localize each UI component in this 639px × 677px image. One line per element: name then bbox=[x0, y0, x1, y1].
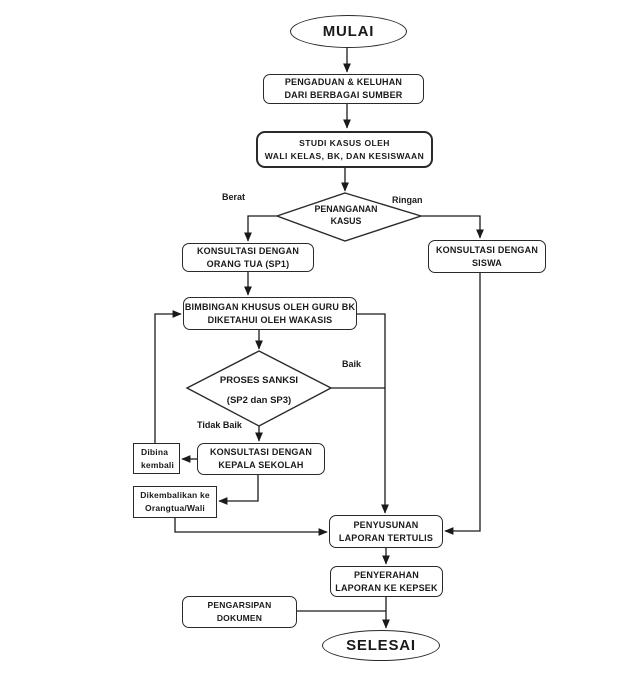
node-selesai: SELESAI bbox=[322, 630, 440, 661]
node-konsultasi-kepala-sekolah: KONSULTASI DENGAN KEPALA SEKOLAH bbox=[197, 443, 325, 475]
node-bimbingan-khusus: BIMBINGAN KHUSUS OLEH GURU BK DIKETAHUI … bbox=[183, 297, 357, 330]
edge-label-ringan: Ringan bbox=[392, 195, 423, 205]
decision-proses-sanksi bbox=[185, 350, 333, 427]
node-studi-kasus: STUDI KASUS OLEH WALI KELAS, BK, DAN KES… bbox=[256, 131, 433, 168]
edge-label-tidak-baik: Tidak Baik bbox=[197, 420, 242, 430]
node-dibina-kembali: Dibina kembali bbox=[133, 443, 180, 474]
node-penyusunan-laporan: PENYUSUNAN LAPORAN TERTULIS bbox=[329, 515, 443, 548]
node-penyerahan-laporan: PENYERAHAN LAPORAN KE KEPSEK bbox=[330, 566, 443, 597]
node-konsultasi-siswa: KONSULTASI DENGAN SISWA bbox=[428, 240, 546, 273]
node-konsultasi-orangtua: KONSULTASI DENGAN ORANG TUA (SP1) bbox=[182, 243, 314, 272]
edge-kepala-dikembalikan bbox=[218, 475, 259, 505]
edge-siswa-penyusunan bbox=[444, 273, 481, 535]
edge-bimbingan-penyusunan bbox=[357, 313, 389, 514]
edge-label-berat: Berat bbox=[222, 192, 246, 202]
decision-label-penanganan-kasus: PENANGANAN KASUS bbox=[314, 204, 378, 226]
edge-label-baik: Baik bbox=[342, 359, 362, 369]
node-dikembalikan-orangtua: Dikembalikan ke Orangtua/Wali bbox=[133, 486, 217, 518]
node-pengaduan-keluhan: PENGADUAN & KELUHAN DARI BERBAGAI SUMBER bbox=[263, 74, 424, 104]
edge-berat-konsultasi-orangtua bbox=[244, 215, 277, 242]
decision-penanganan-kasus bbox=[274, 192, 424, 242]
node-mulai: MULAI bbox=[290, 15, 407, 48]
decision-label-proses-sanksi: PROSES SANKSI (SP2 dan SP3) bbox=[219, 375, 299, 406]
node-pengarsipan-dokumen: PENGARSIPAN DOKUMEN bbox=[182, 596, 297, 628]
edge-dibina-bimbingan bbox=[154, 310, 182, 443]
edge-ringan-konsultasi-siswa bbox=[421, 215, 484, 239]
edge-dikembalikan-penyusunan bbox=[174, 518, 328, 536]
